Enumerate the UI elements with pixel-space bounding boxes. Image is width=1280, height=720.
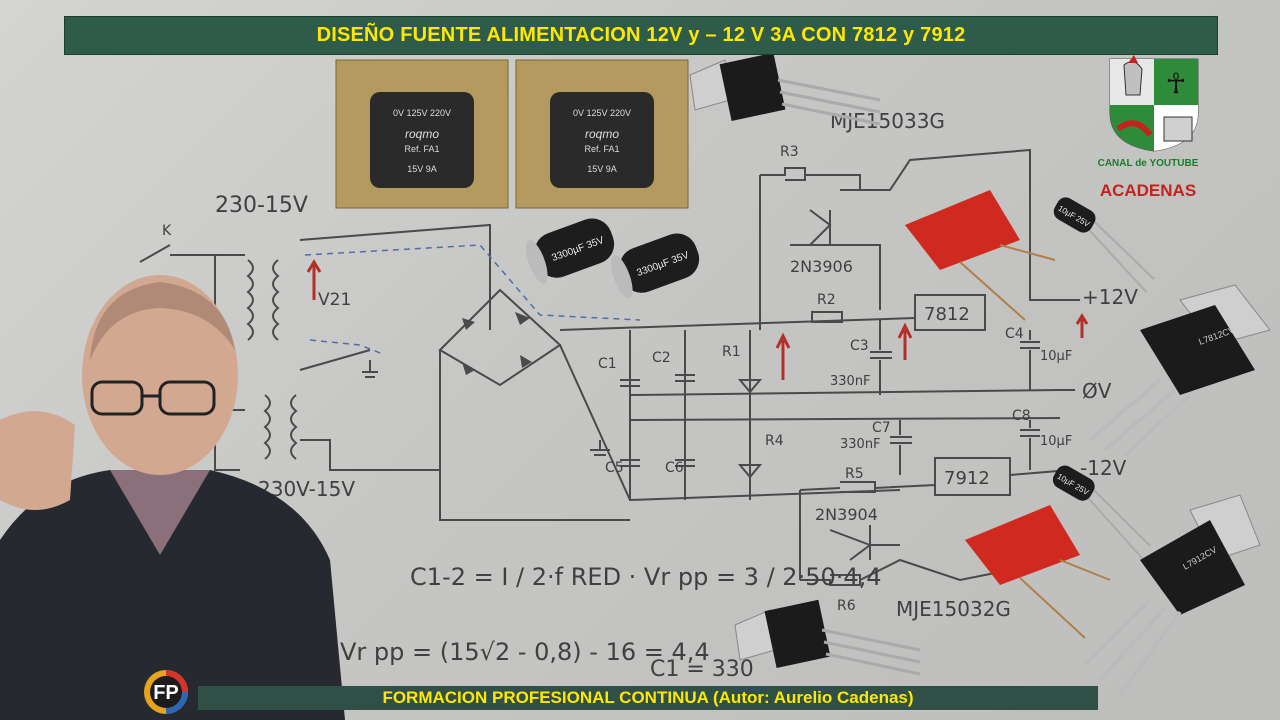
hand-r1: R1 [722, 344, 741, 360]
hand-c6: C6 [665, 460, 684, 476]
hand-zero: ØV [1082, 379, 1112, 403]
hand-minus12: -12V [1080, 456, 1127, 480]
channel-label: CANAL de YOUTUBE [1097, 158, 1199, 169]
regulator-7812: L7812CV [1088, 284, 1271, 457]
fp-logo-text: FP [153, 682, 179, 704]
hand-v21: V21 [318, 290, 351, 310]
hand-reg-bottom: 7912 [944, 468, 990, 489]
presenter-person [0, 275, 345, 720]
hand-c7: C7 [872, 420, 891, 436]
hand-c2: C2 [652, 350, 671, 366]
fp-logo: FP [144, 670, 188, 714]
transformer-2-brand: roqmo [585, 127, 619, 141]
hand-formula3: C1 = 330 [650, 657, 754, 682]
footer-text: FORMACION PROFESIONAL CONTINUA (Autor: A… [382, 688, 914, 707]
capacitor-3300uf-2: 3300µF 35V [610, 233, 700, 299]
transformer-2: 0V 125V 220V roqmo Ref. FA1 15V 9A [515, 59, 689, 209]
regulator-7912: L7912CV [1083, 494, 1261, 697]
channel-name: ACADENAS [1099, 181, 1197, 200]
transformer-1-taps: 0V 125V 220V [393, 108, 451, 118]
hand-r2: R2 [817, 292, 836, 308]
transformer-1-rating: 15V 9A [407, 164, 437, 174]
hand-formula2: Vr pp = (15√2 - 0,8) - 16 = 4,4 [340, 638, 710, 666]
transformer-1-ref: Ref. FA1 [404, 144, 439, 154]
current-path-dashed [304, 244, 641, 321]
hand-c3-val: 330nF [830, 374, 871, 389]
hand-c8-val: 10µF [1040, 434, 1072, 449]
hand-q-top: 2N3906 [790, 257, 853, 276]
hand-t1: 230-15V [215, 193, 308, 218]
hand-c7-val: 330nF [840, 437, 881, 452]
hand-plus12: +12V [1082, 285, 1138, 309]
hand-c5: C5 [605, 460, 624, 476]
hand-k: K [162, 223, 172, 239]
title-banner: DISEÑO FUENTE ALIMENTACION 12V y – 12 V … [64, 16, 1218, 55]
capacitor-10uf-top: 10µF 25V [1053, 197, 1155, 293]
hand-c8: C8 [1012, 408, 1031, 424]
transformer-1: 0V 125V 220V roqmo Ref. FA1 15V 9A [335, 59, 509, 209]
footer-banner: FORMACION PROFESIONAL CONTINUA (Autor: A… [198, 686, 1098, 710]
transistor-mje-bottom [734, 599, 921, 676]
hand-r6: R6 [837, 598, 856, 614]
page-title: DISEÑO FUENTE ALIMENTACION 12V y – 12 V … [316, 24, 966, 46]
coat-of-arms-logo: ☥ [1109, 55, 1199, 152]
hand-r3: R3 [780, 144, 799, 160]
hand-c4-val: 10µF [1040, 349, 1072, 364]
hand-mje-bottom: MJE15032G [896, 597, 1011, 621]
hand-r5: R5 [845, 466, 864, 482]
svg-text:☥: ☥ [1166, 67, 1187, 100]
transistor-mje-top [689, 52, 881, 126]
schematic-wires [139, 148, 1080, 586]
transformer-1-brand: roqmo [405, 127, 439, 141]
voltage-arrows [306, 259, 1089, 380]
hand-mje-top: MJE15033G [830, 109, 945, 133]
hand-formula1: C1-2 = I / 2·f RED · Vr pp = 3 / 2·50·4,… [410, 563, 882, 591]
transformer-2-rating: 15V 9A [587, 164, 617, 174]
transformer-2-ref: Ref. FA1 [584, 144, 619, 154]
transformer-2-taps: 0V 125V 220V [573, 108, 631, 118]
hand-reg-top: 7812 [924, 304, 970, 325]
hand-c4: C4 [1005, 326, 1024, 342]
hand-c3: C3 [850, 338, 869, 354]
hand-q-bottom: 2N3904 [815, 505, 878, 524]
hand-r4: R4 [765, 433, 784, 449]
hand-c1: C1 [598, 356, 617, 372]
capacitor-red-top [905, 190, 1056, 321]
capacitor-red-bottom [965, 505, 1111, 639]
capacitor-3300uf-1: 3300µF 35V [525, 218, 615, 284]
bridge-diodes [462, 312, 532, 375]
current-path-dashed-2 [309, 339, 386, 356]
